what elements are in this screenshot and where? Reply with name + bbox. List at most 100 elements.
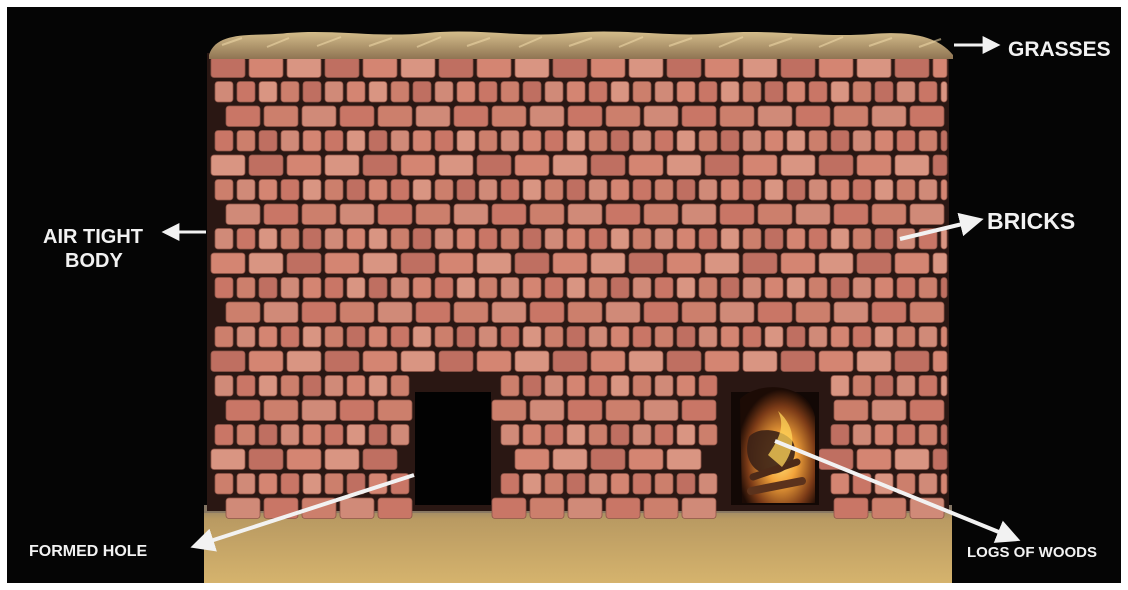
- brick: [281, 131, 299, 152]
- brick: [591, 57, 625, 78]
- brick: [492, 400, 526, 421]
- brick: [325, 180, 343, 201]
- brick: [677, 474, 695, 495]
- brick: [215, 474, 233, 495]
- brick: [919, 474, 937, 495]
- brick: [413, 278, 431, 299]
- brick: [325, 327, 343, 348]
- brick: [567, 376, 585, 397]
- brick: [721, 82, 739, 103]
- brick: [281, 327, 299, 348]
- brick: [933, 57, 947, 78]
- brick: [677, 327, 695, 348]
- brick: [363, 155, 397, 176]
- brick: [831, 425, 849, 446]
- brick: [809, 131, 827, 152]
- brick: [606, 106, 640, 127]
- brick: [457, 82, 475, 103]
- brick: [809, 180, 827, 201]
- brick: [492, 106, 526, 127]
- brick: [281, 376, 299, 397]
- brick: [781, 351, 815, 372]
- brick: [325, 278, 343, 299]
- brick: [895, 57, 929, 78]
- brick: [264, 400, 298, 421]
- brick: [457, 131, 475, 152]
- brick: [567, 131, 585, 152]
- brick: [705, 57, 739, 78]
- brick: [699, 180, 717, 201]
- brick: [743, 82, 761, 103]
- brick: [682, 400, 716, 421]
- brick: [325, 376, 343, 397]
- brick: [853, 327, 871, 348]
- brick: [215, 131, 233, 152]
- brick: [259, 131, 277, 152]
- brick: [553, 351, 587, 372]
- brick: [655, 82, 673, 103]
- brick: [655, 425, 673, 446]
- brick: [413, 327, 431, 348]
- brick: [413, 180, 431, 201]
- brick: [699, 327, 717, 348]
- brick: [857, 253, 891, 274]
- brick: [633, 82, 651, 103]
- brick: [667, 449, 701, 470]
- brick: [523, 82, 541, 103]
- brick: [895, 351, 929, 372]
- brick: [897, 376, 915, 397]
- brick: [391, 327, 409, 348]
- brick: [699, 425, 717, 446]
- brick: [919, 82, 937, 103]
- formed-hole: [415, 392, 491, 505]
- brick: [515, 351, 549, 372]
- brick: [325, 57, 359, 78]
- brick: [591, 253, 625, 274]
- brick: [303, 229, 321, 250]
- brick: [699, 229, 717, 250]
- brick: [416, 204, 450, 225]
- brick: [933, 253, 947, 274]
- brick: [629, 253, 663, 274]
- brick: [567, 229, 585, 250]
- brick: [530, 204, 564, 225]
- brick: [699, 376, 717, 397]
- brick: [568, 498, 602, 519]
- brick: [287, 57, 321, 78]
- brick: [667, 253, 701, 274]
- brick: [302, 302, 336, 323]
- brick: [401, 155, 435, 176]
- brick: [819, 57, 853, 78]
- brick: [743, 155, 777, 176]
- brick: [215, 376, 233, 397]
- brick: [589, 229, 607, 250]
- brick: [302, 400, 336, 421]
- brick: [479, 82, 497, 103]
- brick: [589, 131, 607, 152]
- brick: [699, 131, 717, 152]
- brick: [853, 229, 871, 250]
- brick: [211, 253, 245, 274]
- brick: [781, 57, 815, 78]
- logs-of-woods-label: LOGS OF WOODS: [967, 545, 1097, 561]
- brick: [501, 474, 519, 495]
- brick: [834, 400, 868, 421]
- brick: [479, 278, 497, 299]
- brick: [413, 82, 431, 103]
- brick: [941, 278, 947, 299]
- brick: [340, 106, 374, 127]
- brick: [259, 82, 277, 103]
- brick: [226, 498, 260, 519]
- brick: [439, 155, 473, 176]
- brick: [809, 82, 827, 103]
- brick: [347, 180, 365, 201]
- brick: [545, 425, 563, 446]
- brick: [347, 376, 365, 397]
- brick: [721, 327, 739, 348]
- brick: [391, 425, 409, 446]
- brick: [347, 278, 365, 299]
- brick: [439, 57, 473, 78]
- brick: [477, 351, 511, 372]
- brick: [325, 351, 359, 372]
- brick: [831, 82, 849, 103]
